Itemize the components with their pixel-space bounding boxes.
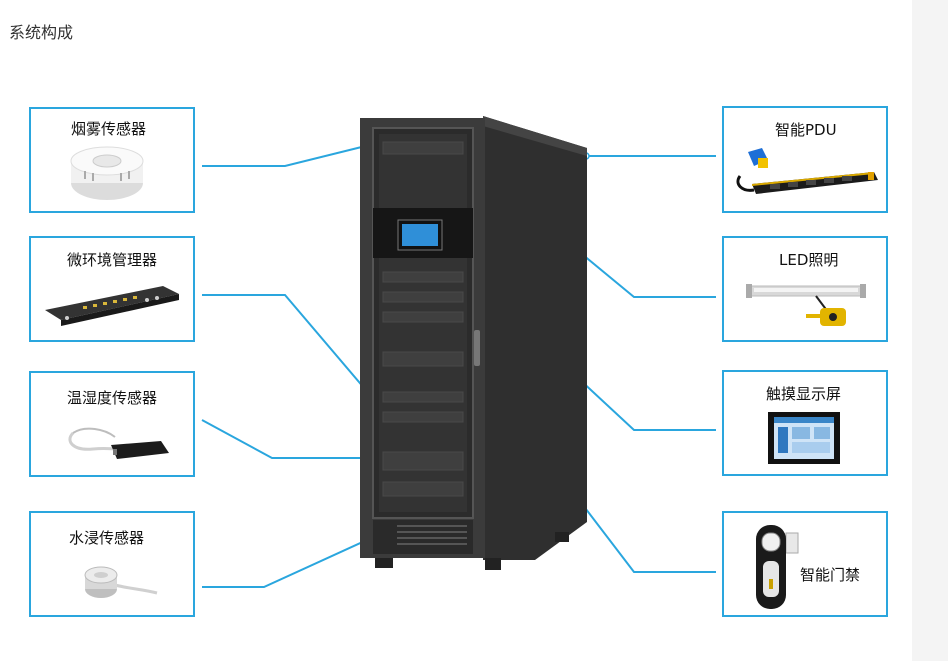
led-tube-icon: [746, 284, 866, 326]
component-card-micro-env-manager: 微环境管理器: [29, 236, 195, 342]
touch-screen-icon: [768, 412, 840, 464]
connector-water-leak-sensor: [202, 528, 392, 588]
component-label: 触摸显示屏: [766, 385, 842, 403]
component-card-touch-display: 触摸显示屏: [722, 370, 888, 476]
component-label: LED照明: [779, 251, 839, 269]
water-sensor-icon: [84, 566, 158, 598]
component-card-smart-access: 智能门禁: [722, 511, 888, 617]
cabinet-illustration: [360, 116, 587, 570]
component-label: 智能门禁: [800, 566, 861, 584]
component-card-water-leak-sensor: 水浸传感器: [29, 511, 195, 617]
component-card-smoke-sensor: 烟雾传感器: [29, 107, 195, 213]
component-card-led-lighting: LED照明: [722, 236, 888, 342]
component-card-temp-humidity-sensor: 温湿度传感器: [29, 371, 195, 477]
temp-sensor-icon: [68, 427, 169, 459]
connector-micro-env-manager: [202, 294, 394, 423]
scrollbar[interactable]: [912, 0, 948, 661]
page-title: 系统构成: [9, 23, 74, 42]
component-label: 烟雾传感器: [71, 120, 147, 138]
component-label: 微环境管理器: [67, 251, 158, 269]
smoke-detector-icon: [70, 146, 144, 200]
rack-controller-icon: [45, 286, 179, 326]
door-lock-icon: [756, 525, 799, 609]
component-card-smart-pdu: 智能PDU: [722, 106, 888, 213]
component-label: 智能PDU: [775, 121, 837, 139]
pdu-icon: [736, 148, 878, 194]
component-label: 温湿度传感器: [67, 389, 158, 407]
component-label: 水浸传感器: [69, 529, 145, 547]
connector-temp-humidity-sensor: [201, 419, 394, 459]
